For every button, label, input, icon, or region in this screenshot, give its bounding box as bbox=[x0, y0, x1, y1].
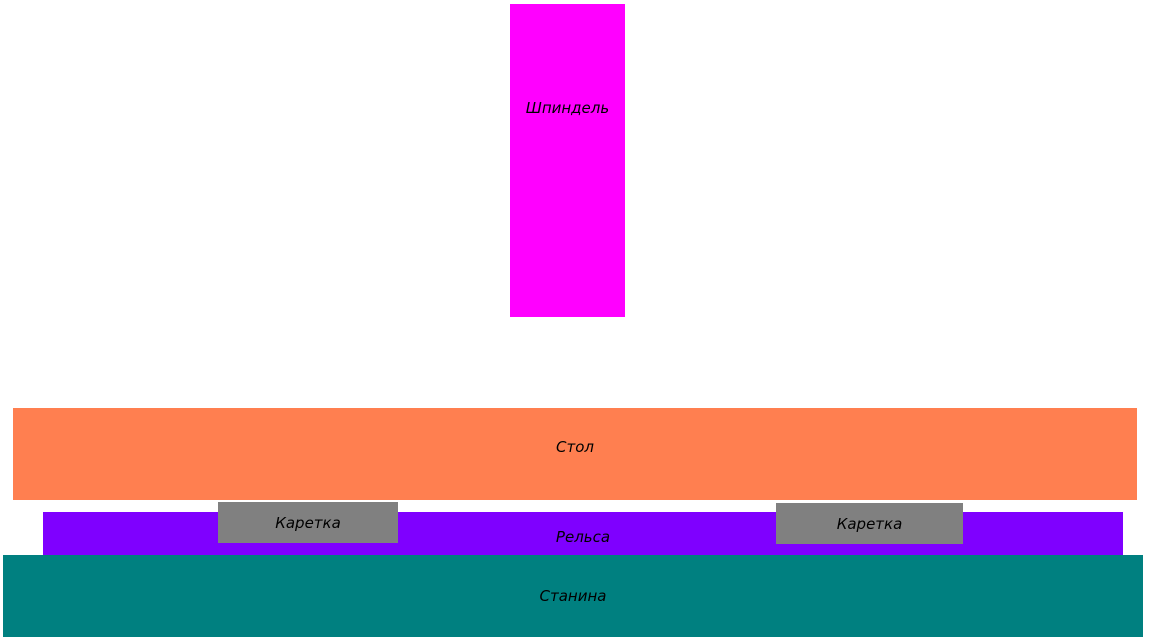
table-block: Стол bbox=[13, 408, 1137, 500]
left-carriage-block: Каретка bbox=[218, 502, 398, 543]
left-carriage-label: Каретка bbox=[275, 513, 341, 532]
spindle-label: Шпиндель bbox=[525, 99, 610, 117]
spindle-block: Шпиндель bbox=[510, 4, 625, 317]
right-carriage-block: Каретка bbox=[776, 503, 963, 544]
bed-block: Станина bbox=[3, 555, 1143, 637]
bed-label: Станина bbox=[539, 587, 607, 605]
right-carriage-label: Каретка bbox=[836, 514, 903, 533]
table-label: Стол bbox=[556, 438, 594, 456]
rail-label: Рельса bbox=[555, 527, 611, 546]
